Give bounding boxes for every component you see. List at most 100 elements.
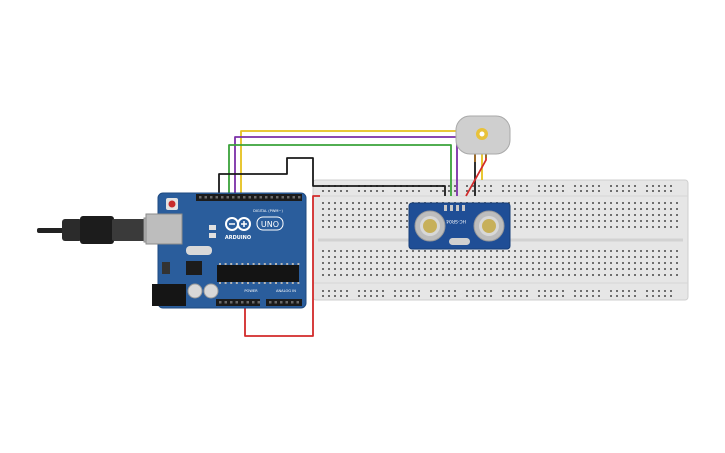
breadboard-hole	[466, 268, 468, 270]
breadboard-hole	[412, 290, 414, 292]
breadboard-hole	[490, 262, 492, 264]
arduino-uno-board[interactable]: ARDUINO UNO DIGITAL (PWM~) POWER ANALOG …	[145, 192, 307, 309]
yellow-wire[interactable]	[240, 130, 483, 196]
breadboard-hole	[448, 190, 450, 192]
breadboard-hole	[352, 226, 354, 228]
breadboard-hole	[514, 262, 516, 264]
breadboard-hole	[634, 256, 636, 258]
breadboard-hole	[610, 295, 612, 297]
breadboard-hole	[406, 274, 408, 276]
breadboard-hole	[628, 250, 630, 252]
breadboard-hole	[484, 262, 486, 264]
breadboard-hole	[676, 268, 678, 270]
breadboard-hole	[340, 226, 342, 228]
breadboard-hole	[610, 214, 612, 216]
header-pin	[292, 196, 295, 199]
dc-jack	[152, 284, 186, 306]
header-pin	[215, 196, 218, 199]
breadboard-hole	[526, 214, 528, 216]
breadboard-hole	[400, 250, 402, 252]
breadboard-hole	[478, 250, 480, 252]
breadboard-hole	[634, 295, 636, 297]
breadboard-hole	[514, 208, 516, 210]
breadboard-hole	[346, 250, 348, 252]
breadboard-hole	[370, 214, 372, 216]
breadboard-hole	[640, 256, 642, 258]
breadboard-hole	[628, 190, 630, 192]
breadboard-hole	[556, 202, 558, 204]
green-wire[interactable]	[228, 144, 452, 196]
breadboard-hole	[568, 268, 570, 270]
breadboard-hole	[598, 220, 600, 222]
breadboard-hole	[388, 226, 390, 228]
breadboard-hole	[400, 226, 402, 228]
breadboard-hole	[328, 214, 330, 216]
breadboard-hole	[520, 220, 522, 222]
breadboard-hole	[502, 274, 504, 276]
breadboard-hole	[598, 268, 600, 270]
breadboard-hole	[484, 256, 486, 258]
breadboard-hole	[454, 295, 456, 297]
black-wire-sensor-gnd[interactable]	[218, 157, 446, 196]
breadboard-hole	[592, 250, 594, 252]
breadboard-hole	[544, 268, 546, 270]
dc-motor-icon[interactable]	[455, 115, 511, 162]
breadboard-hole	[526, 250, 528, 252]
breadboard-hole	[616, 185, 618, 187]
breadboard-hole	[340, 274, 342, 276]
breadboard-hole	[382, 226, 384, 228]
chip-leg	[275, 263, 277, 265]
breadboard-hole	[454, 274, 456, 276]
breadboard-hole	[424, 274, 426, 276]
breadboard-hole	[376, 274, 378, 276]
breadboard-hole	[526, 274, 528, 276]
breadboard-hole	[538, 185, 540, 187]
header-pin	[219, 301, 222, 304]
breadboard-hole	[364, 250, 366, 252]
breadboard-hole	[502, 185, 504, 187]
breadboard-hole	[562, 190, 564, 192]
breadboard-hole	[508, 295, 510, 297]
header-pin	[199, 196, 202, 199]
breadboard-hole	[364, 214, 366, 216]
breadboard-hole	[628, 220, 630, 222]
breadboard-hole	[628, 202, 630, 204]
breadboard-hole	[538, 202, 540, 204]
breadboard-hole	[520, 290, 522, 292]
breadboard-hole	[358, 295, 360, 297]
breadboard-hole	[400, 220, 402, 222]
breadboard-hole	[676, 274, 678, 276]
breadboard-hole	[568, 274, 570, 276]
chip-leg	[291, 282, 294, 284]
breadboard-hole	[550, 220, 552, 222]
breadboard-hole	[418, 274, 420, 276]
breadboard-hole	[352, 256, 354, 258]
breadboard-hole	[538, 290, 540, 292]
red-wire-power[interactable]	[244, 195, 320, 337]
breadboard-hole	[328, 274, 330, 276]
breadboard-hole	[334, 256, 336, 258]
breadboard-hole	[358, 262, 360, 264]
breadboard-hole	[436, 190, 438, 192]
breadboard-hole	[322, 190, 324, 192]
breadboard-hole	[322, 208, 324, 210]
breadboard-hole	[394, 214, 396, 216]
breadboard-hole	[334, 190, 336, 192]
breadboard-hole	[526, 262, 528, 264]
breadboard-hole	[382, 190, 384, 192]
header-pin	[276, 196, 279, 199]
ultrasonic-sensor[interactable]: HC-SR04	[408, 202, 511, 250]
breadboard-hole	[658, 250, 660, 252]
breadboard-hole	[592, 262, 594, 264]
breadboard-hole	[394, 208, 396, 210]
breadboard-hole	[544, 208, 546, 210]
breadboard-hole	[340, 290, 342, 292]
breadboard-hole	[370, 190, 372, 192]
breadboard-hole	[322, 202, 324, 204]
breadboard-hole	[334, 290, 336, 292]
breadboard-hole	[652, 250, 654, 252]
breadboard-hole	[514, 256, 516, 258]
purple-wire[interactable]	[234, 136, 458, 196]
breadboard-hole	[436, 290, 438, 292]
breadboard-hole	[382, 268, 384, 270]
